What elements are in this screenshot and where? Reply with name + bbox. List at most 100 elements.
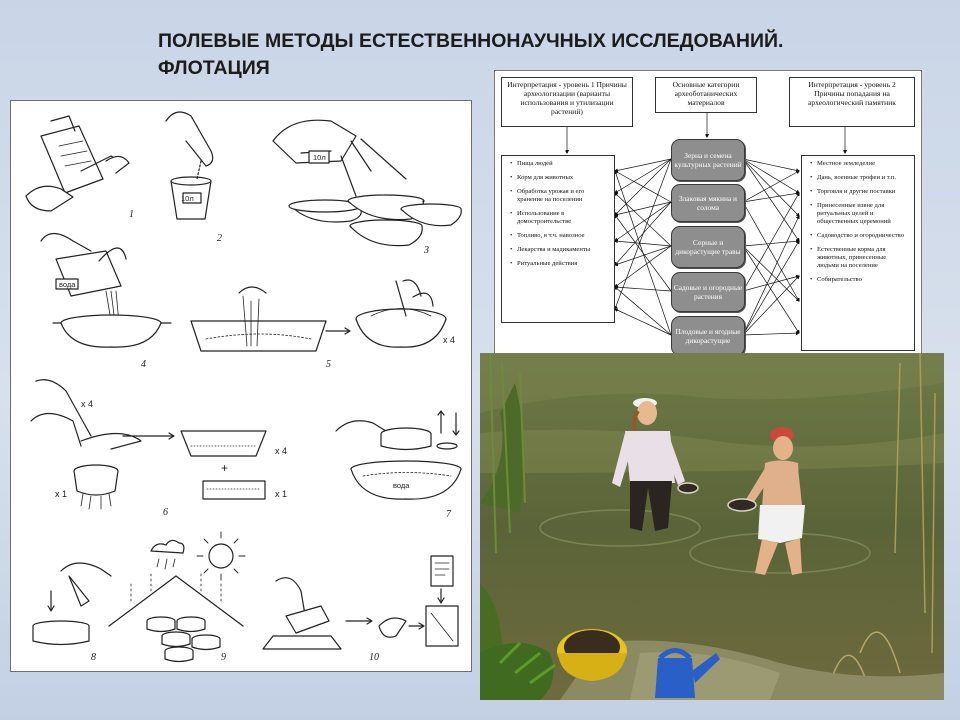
step-number: 9 xyxy=(221,652,226,663)
diagram-connector xyxy=(742,193,799,203)
bucket-icon xyxy=(557,629,627,681)
step-number: 5 xyxy=(326,359,331,370)
diagram-connector xyxy=(742,245,799,301)
step6-sieve-icon xyxy=(30,379,267,510)
diagram-connector xyxy=(615,158,672,309)
person-right xyxy=(727,427,805,575)
flotation-drawing xyxy=(25,111,462,663)
diagram-connector xyxy=(615,201,672,241)
diagram-connector xyxy=(615,245,672,265)
diagram-right-item: Принесенные извне для ритуальных целей и… xyxy=(810,202,908,226)
step5-stir-icon xyxy=(190,279,447,352)
diagram-connector xyxy=(742,241,799,336)
diagram-right-item: Дань, военные трофеи и т.п. xyxy=(810,174,908,182)
diagram-connector xyxy=(742,276,799,336)
diagram-connector xyxy=(742,158,799,216)
step7-basin-icon xyxy=(335,410,462,500)
diagram-left-header: Интерпретация - уровень 1 Причины археол… xyxy=(501,77,633,127)
diagram-connector xyxy=(742,241,799,247)
diagram-connector xyxy=(615,158,672,215)
diagram-connector xyxy=(615,171,672,203)
diagram-right-item: Садоводство и огородничество xyxy=(810,232,908,240)
step4-pour-icon xyxy=(40,232,172,348)
person-left xyxy=(612,398,699,531)
step-number: 4 xyxy=(141,359,146,370)
step-number: 8 xyxy=(91,652,96,663)
diagram-category: Садовые и огородные растения xyxy=(671,272,745,312)
diagram-connector xyxy=(615,287,672,336)
step-number: 2 xyxy=(217,233,222,244)
step-number: 3 xyxy=(424,245,429,256)
multiplier-label: x 4 xyxy=(443,335,456,345)
diagram-connector xyxy=(615,245,672,287)
slide-title-line1: ПОЛЕВЫЕ МЕТОДЫ ЕСТЕСТВЕННОНАУЧНЫХ ИССЛЕД… xyxy=(158,30,784,52)
step8-sample-icon xyxy=(32,562,112,646)
diagram-left-header-text: Интерпретация - уровень 1 Причины археол… xyxy=(507,80,627,116)
diagram-connector xyxy=(615,158,672,193)
diagram-right-header-text: Интерпретация - уровень 2 Причины попада… xyxy=(808,80,896,107)
diagram-connector xyxy=(615,158,672,171)
diagram-category: Зерна и семена культурных растений xyxy=(671,139,745,181)
diagram-right-item: Местное земледелие xyxy=(810,160,908,168)
container-label: 10л xyxy=(181,194,194,203)
diagram-right-item: Естественные корма для животных, принесе… xyxy=(810,246,908,270)
water-label: вода xyxy=(59,280,76,289)
diagram-category: Плодовые и ягодные дикорастущие xyxy=(671,316,745,356)
diagram-connector xyxy=(742,171,799,203)
multiplier-label: x 1 xyxy=(55,489,68,499)
slide-title: ПОЛЕВЫЕ МЕТОДЫ ЕСТЕСТВЕННОНАУЧНЫХ ИССЛЕД… xyxy=(158,28,818,82)
diagram-connector xyxy=(615,309,672,336)
diagram-left-item: Корм для животных xyxy=(510,174,608,182)
diagram-right-list: Местное земледелие Дань, военные трофеи … xyxy=(801,155,915,351)
diagram-left-item: Ритуальные действия xyxy=(510,260,608,268)
multiplier-label: x 4 xyxy=(275,446,288,456)
diagram-left-item: Лекарства и мадикаменты xyxy=(510,246,608,254)
diagram-connector xyxy=(742,245,799,333)
step-number: 7 xyxy=(446,509,451,520)
water-label: вода xyxy=(393,481,410,490)
diagram-center-header-text: Основные категории археоботанических мат… xyxy=(672,80,740,107)
step9-drying-icon xyxy=(108,531,246,663)
diagram-connector xyxy=(742,158,799,193)
diagram-left-item: Использование в домостроительстве xyxy=(510,210,608,226)
diagram-connector xyxy=(615,241,672,247)
diagram-left-item: Топливо, в т.ч. навозное xyxy=(510,232,608,240)
step2-bucket-icon xyxy=(165,111,214,220)
diagram-connector xyxy=(615,287,672,292)
field-photo-drawing xyxy=(480,353,944,700)
diagram-connector xyxy=(742,276,799,292)
diagram-right-item: Торговля и другие поставки xyxy=(810,188,908,196)
diagram-connector xyxy=(742,216,799,336)
diagram-connector xyxy=(615,201,672,215)
diagram-connectors xyxy=(495,111,921,336)
diagram-left-item: Пища людей xyxy=(510,160,608,168)
step-number: 10 xyxy=(369,652,379,663)
diagram-center-header: Основные категории археоботанических мат… xyxy=(655,77,757,113)
step-number: 6 xyxy=(163,507,168,518)
field-photo xyxy=(480,353,944,700)
archaeobotany-diagram: Интерпретация - уровень 1 Причины археол… xyxy=(494,70,922,362)
watering-can-icon xyxy=(655,648,720,698)
plus-sign: + xyxy=(221,461,229,475)
container-label: 10л xyxy=(313,153,326,162)
multiplier-label: x 4 xyxy=(81,399,94,409)
step1-bag-icon xyxy=(25,115,130,212)
multiplier-label: x 1 xyxy=(275,489,288,499)
diagram-connector xyxy=(742,333,799,336)
diagram-connector xyxy=(742,201,799,301)
diagram-right-item: Собирательство xyxy=(810,276,908,284)
diagram-category: Сорные и дикорастущие травы xyxy=(671,226,745,268)
step3-basins-icon xyxy=(272,119,462,247)
step-number: 1 xyxy=(129,209,134,220)
diagram-connector xyxy=(742,193,799,292)
step10-package-icon xyxy=(262,555,459,650)
diagram-left-item: Обработка урожая и его хранение на посел… xyxy=(510,188,608,204)
flotation-illustration: 1 2 3 4 5 6 7 8 9 10 10л 10л вода вода x… xyxy=(10,100,472,672)
diagram-connector xyxy=(742,158,799,171)
diagram-connector xyxy=(615,193,672,247)
diagram-category: Злаковая мякина и солома xyxy=(671,184,745,222)
diagram-connector xyxy=(742,158,799,241)
slide-title-line2: ФЛОТАЦИЯ xyxy=(158,57,270,79)
diagram-right-header: Интерпретация - уровень 2 Причины попада… xyxy=(789,77,915,127)
diagram-left-list: Пища людей Корм для животных Обработка у… xyxy=(501,155,615,323)
